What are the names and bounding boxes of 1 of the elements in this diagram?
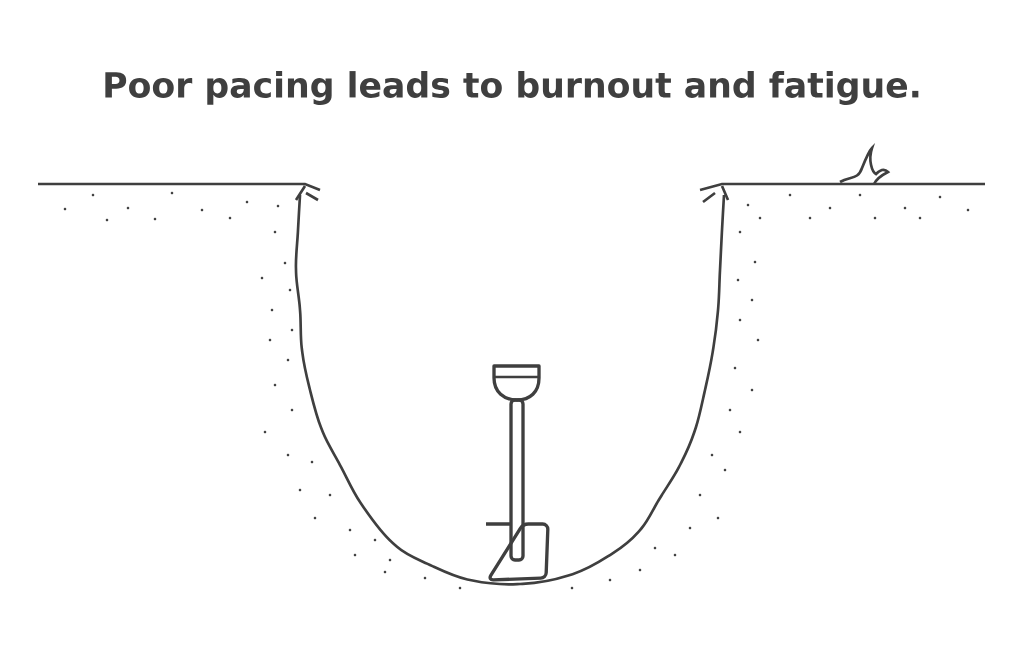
title: Poor pacing leads to burnout and fatigue.: [105, 71, 919, 105]
